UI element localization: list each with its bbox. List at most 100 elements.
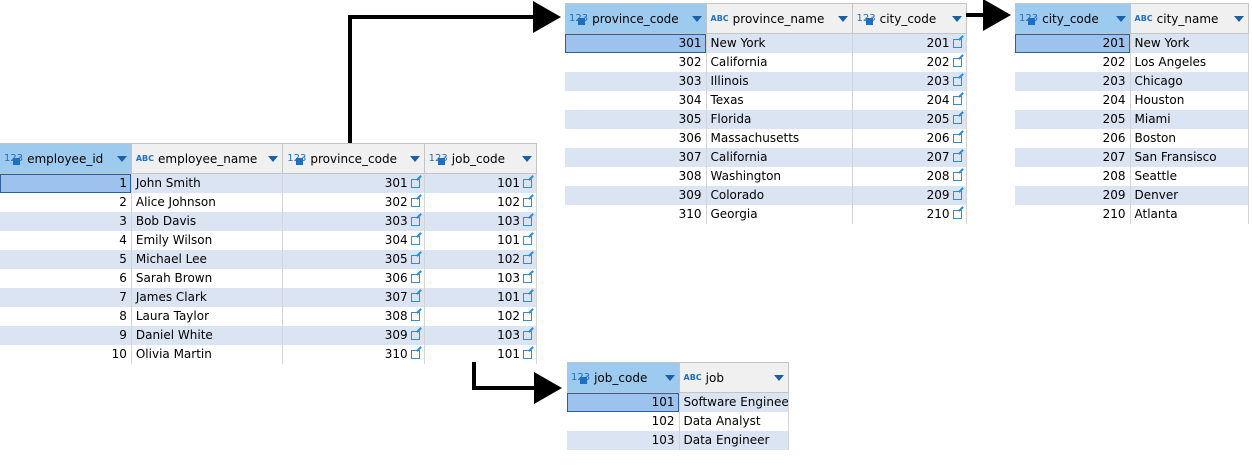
- table-cell[interactable]: 301: [282, 173, 425, 193]
- employees-col-province-code[interactable]: 123province_code: [282, 143, 425, 174]
- foreign-key-link-icon[interactable]: [952, 191, 962, 200]
- table-cell[interactable]: 101: [424, 231, 538, 250]
- table-cell[interactable]: 1: [0, 173, 132, 193]
- table-cell[interactable]: 210: [1015, 205, 1131, 224]
- table-cell[interactable]: 303: [565, 72, 707, 91]
- sort-dropdown-icon[interactable]: [409, 155, 420, 162]
- foreign-key-link-icon[interactable]: [952, 115, 962, 124]
- foreign-key-link-icon[interactable]: [952, 210, 962, 219]
- sort-dropdown-icon[interactable]: [773, 374, 784, 381]
- table-cell[interactable]: 208: [1015, 167, 1131, 186]
- table-cell[interactable]: 103: [424, 269, 538, 288]
- foreign-key-link-icon[interactable]: [410, 293, 420, 302]
- foreign-key-link-icon[interactable]: [952, 153, 962, 162]
- foreign-key-link-icon[interactable]: [523, 179, 532, 188]
- table-cell[interactable]: 3: [0, 212, 132, 231]
- table-cell[interactable]: 202: [852, 53, 967, 72]
- foreign-key-link-icon[interactable]: [523, 198, 532, 207]
- foreign-key-link-icon[interactable]: [952, 96, 962, 105]
- table-cell[interactable]: 102: [424, 250, 538, 269]
- foreign-key-link-icon[interactable]: [523, 293, 532, 302]
- foreign-key-link-icon[interactable]: [952, 58, 962, 67]
- table-cell[interactable]: 308: [565, 167, 707, 186]
- sort-dropdown-icon[interactable]: [951, 15, 962, 22]
- jobs-col-job-code[interactable]: 123job_code: [567, 362, 680, 393]
- table-cell[interactable]: 206: [852, 129, 967, 148]
- table-cell[interactable]: 6: [0, 269, 132, 288]
- table-cell[interactable]: 310: [565, 205, 707, 224]
- foreign-key-link-icon[interactable]: [410, 312, 420, 321]
- table-cell[interactable]: 203: [1015, 72, 1131, 91]
- foreign-key-link-icon[interactable]: [952, 172, 962, 181]
- table-cell[interactable]: 204: [852, 91, 967, 110]
- table-cell[interactable]: 206: [1015, 129, 1131, 148]
- table-cell[interactable]: Emily Wilson: [131, 231, 284, 250]
- table-cell[interactable]: Bob Davis: [131, 212, 284, 231]
- table-cell[interactable]: John Smith: [131, 173, 284, 193]
- table-cell[interactable]: 207: [1015, 148, 1131, 167]
- foreign-key-link-icon[interactable]: [410, 198, 420, 207]
- table-cell[interactable]: Houston: [1130, 91, 1249, 110]
- table-cell[interactable]: Texas: [706, 91, 853, 110]
- table-cell[interactable]: 4: [0, 231, 132, 250]
- table-cell[interactable]: Washington: [706, 167, 853, 186]
- table-cell[interactable]: 8: [0, 307, 132, 326]
- table-cell[interactable]: 101: [424, 288, 538, 307]
- table-cell[interactable]: Denver: [1130, 186, 1249, 205]
- table-cell[interactable]: 102: [424, 307, 538, 326]
- table-cell[interactable]: Alice Johnson: [131, 193, 284, 212]
- foreign-key-link-icon[interactable]: [410, 331, 420, 340]
- table-cell[interactable]: Chicago: [1130, 72, 1249, 91]
- table-cell[interactable]: Michael Lee: [131, 250, 284, 269]
- foreign-key-link-icon[interactable]: [410, 179, 420, 188]
- table-cell[interactable]: 309: [565, 186, 707, 205]
- table-cell[interactable]: Laura Taylor: [131, 307, 284, 326]
- table-cell[interactable]: 301: [565, 33, 707, 53]
- table-cell[interactable]: 204: [1015, 91, 1131, 110]
- table-cell[interactable]: Software Engineer: [679, 392, 789, 412]
- table-cell[interactable]: Daniel White: [131, 326, 284, 345]
- cities-col-city-code[interactable]: 123city_code: [1015, 3, 1131, 34]
- foreign-key-link-icon[interactable]: [523, 331, 532, 340]
- table-cell[interactable]: 203: [852, 72, 967, 91]
- sort-dropdown-icon[interactable]: [1115, 15, 1126, 22]
- foreign-key-link-icon[interactable]: [523, 255, 532, 264]
- table-cell[interactable]: 5: [0, 250, 132, 269]
- employees-col-job-code[interactable]: 123job_code: [424, 143, 538, 174]
- table-cell[interactable]: 2: [0, 193, 132, 212]
- table-cell[interactable]: 205: [852, 110, 967, 129]
- table-cell[interactable]: 306: [565, 129, 707, 148]
- foreign-key-link-icon[interactable]: [952, 39, 962, 48]
- foreign-key-link-icon[interactable]: [952, 77, 962, 86]
- table-cell[interactable]: 307: [565, 148, 707, 167]
- table-cell[interactable]: New York: [706, 33, 853, 53]
- table-cell[interactable]: 305: [565, 110, 707, 129]
- table-cell[interactable]: 303: [282, 212, 425, 231]
- foreign-key-link-icon[interactable]: [410, 274, 420, 283]
- table-cell[interactable]: Data Engineer: [679, 431, 789, 450]
- table-cell[interactable]: Boston: [1130, 129, 1249, 148]
- foreign-key-link-icon[interactable]: [952, 134, 962, 143]
- table-cell[interactable]: Los Angeles: [1130, 53, 1249, 72]
